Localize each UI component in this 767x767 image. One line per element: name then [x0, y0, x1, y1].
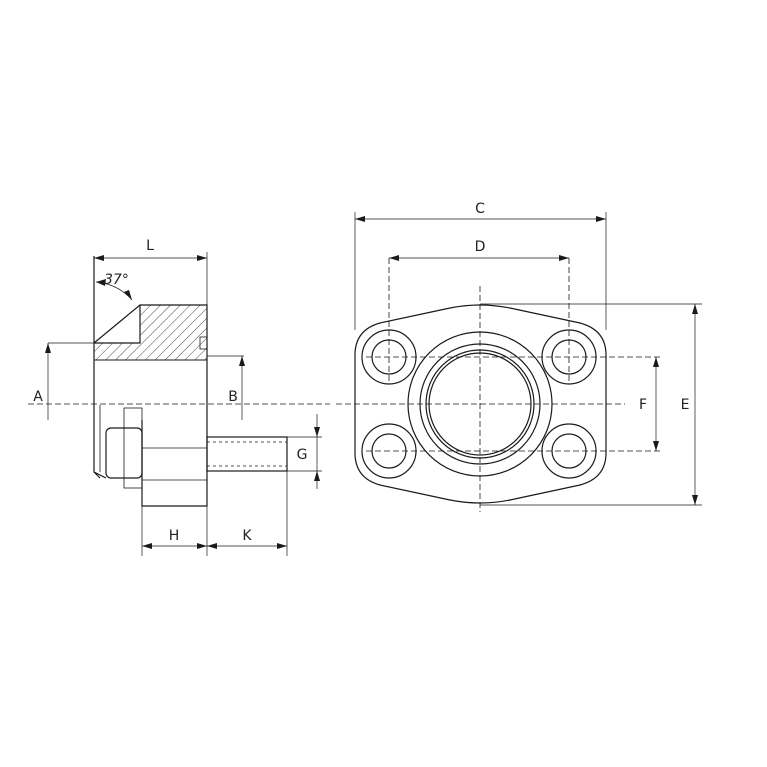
angle-arrow-left: [96, 279, 106, 286]
dim-K-arrow-right: [277, 543, 287, 549]
dim-C-label: C: [475, 201, 485, 217]
dim-H-label: H: [169, 528, 180, 544]
chamfer-line: [93, 304, 141, 344]
dim-G-arrow-top: [314, 427, 320, 437]
stud: [206, 436, 288, 472]
front-view: C D E F: [336, 201, 702, 512]
section-hatch: [93, 304, 208, 361]
dim-F-arrow-top: [653, 357, 659, 367]
dim-F-arrow-bottom: [653, 441, 659, 451]
dim-B-label: B: [228, 389, 238, 405]
dim-E-label: E: [681, 397, 690, 413]
dim-G-label: G: [297, 447, 308, 463]
flange-front-outline: [354, 304, 607, 504]
dim-K-label: K: [242, 528, 252, 544]
dim-H-arrow-left: [142, 543, 152, 549]
angle-label: 37°: [104, 272, 129, 288]
dim-D-arrow-left: [389, 255, 399, 261]
dim-A-label: A: [33, 389, 43, 405]
dim-L-label: L: [146, 238, 154, 254]
dim-A-arrow: [45, 343, 51, 353]
dim-K-arrow-left: [207, 543, 217, 549]
dim-F-label: F: [639, 397, 647, 413]
dim-L-arrow-right: [197, 255, 207, 261]
side-view: L 37° A B G H K: [28, 238, 330, 556]
flange-body-outline: [93, 256, 208, 507]
dim-B-arrow: [239, 356, 245, 366]
dim-C-arrow-right: [596, 216, 606, 222]
dim-C-arrow-left: [355, 216, 365, 222]
dim-E-arrow-bottom: [692, 495, 698, 505]
dim-G-arrow-bottom: [314, 471, 320, 481]
dim-H-arrow-right: [197, 543, 207, 549]
dim-D-arrow-right: [559, 255, 569, 261]
dim-E-arrow-top: [692, 304, 698, 314]
angle-arrow-right: [124, 290, 132, 300]
groove: [199, 336, 208, 350]
dim-D-label: D: [475, 239, 486, 255]
bolt-head-inner: [123, 407, 143, 489]
dim-L-arrow-left: [94, 255, 104, 261]
